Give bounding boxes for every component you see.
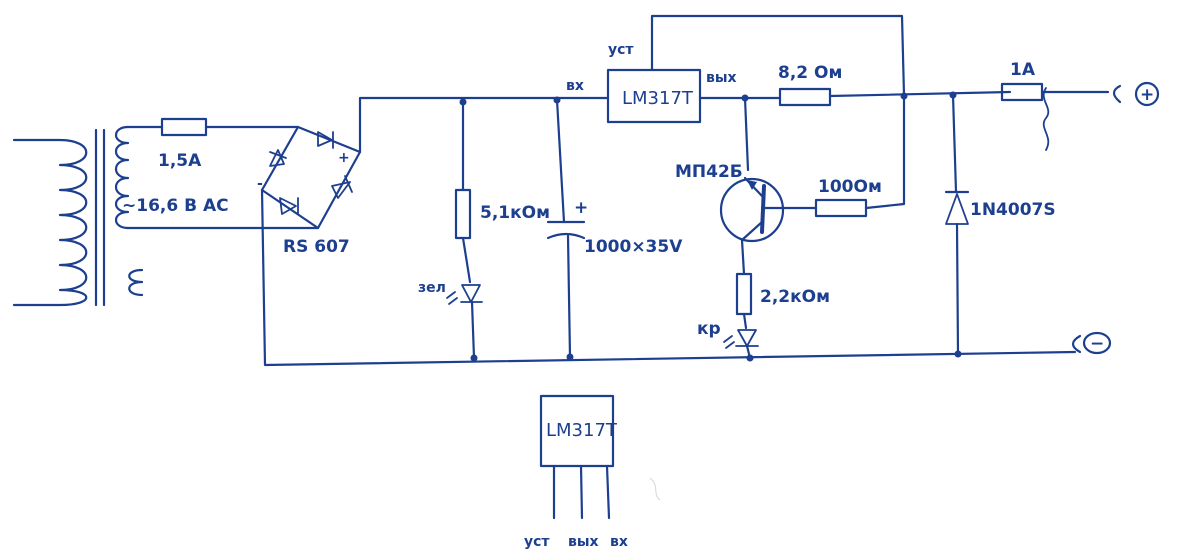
pinout-name: LM317T — [546, 420, 618, 441]
red-led-label: кр — [697, 319, 721, 339]
junction-dot — [566, 353, 574, 361]
diode-triangle — [945, 193, 969, 225]
positive-terminal-sign: + — [1140, 85, 1154, 105]
input-fuse-body — [160, 117, 208, 137]
bridge-positive-wire — [358, 96, 610, 154]
regulator-lm317t: LM317T вх уст вых — [566, 14, 906, 124]
capacitor-plus: + — [574, 198, 588, 218]
resistor-100r-label: 100Ом — [818, 177, 882, 197]
transformer-primary-winding — [12, 138, 88, 307]
transformer-tap-winding — [128, 268, 144, 297]
bridge-negative-wire — [260, 188, 1077, 367]
red-led-branch: 2,2кОм кр — [697, 238, 830, 362]
resistor-100r — [814, 198, 868, 218]
bridge-label: RS 607 — [283, 237, 350, 257]
junction-dot — [746, 354, 754, 362]
filter-capacitor: + 1000×35V — [546, 98, 683, 361]
resistor-8r2 — [778, 87, 832, 107]
bridge-outline — [260, 125, 362, 230]
shunt-resistor: 8,2 Ом — [778, 63, 1012, 107]
bridge-minus: - — [257, 176, 263, 192]
green-led-icon — [461, 284, 481, 303]
negative-terminal-hook — [1071, 334, 1082, 354]
resistor-2k2 — [735, 272, 753, 316]
pinout-package — [539, 394, 615, 468]
resistor-2k2-label: 2,2кОм — [760, 287, 830, 307]
bridge-diode-1 — [317, 131, 333, 147]
pencil-mark — [649, 477, 661, 501]
pinout-pin-3: вх — [610, 534, 628, 550]
base-resistor: 100Ом — [814, 94, 906, 218]
negative-terminal — [1082, 331, 1112, 355]
fuse-strike-mark — [1042, 87, 1050, 151]
junction-dot — [954, 350, 962, 358]
transistor-label: МП42Б — [675, 162, 743, 182]
positive-terminal-hook — [1112, 84, 1122, 104]
pin-label-in: вх — [566, 78, 584, 94]
diode-label: 1N4007S — [970, 200, 1056, 220]
regulator-body — [606, 68, 702, 124]
resistor-8r2-label: 8,2 Ом — [778, 63, 842, 83]
output-fuse: 1A — [1000, 60, 1110, 151]
pinout-pin-2: вых — [568, 534, 599, 550]
bridge-rectifier: + - RS 607 — [257, 125, 362, 257]
output-fuse-label: 1A — [1010, 60, 1036, 80]
resistor-5k1 — [454, 188, 472, 240]
pin-label-out: вых — [706, 70, 737, 86]
green-led-label: зел — [418, 280, 446, 296]
junction-dot — [470, 354, 478, 362]
pinout-pin-1: уст — [524, 534, 550, 550]
input-fuse-label: 1,5A — [158, 151, 202, 171]
output-terminals: + − — [1071, 81, 1160, 355]
green-led-branch: 5,1кОм зел — [418, 100, 550, 362]
positive-terminal — [1134, 81, 1160, 107]
adjust-feedback-wire — [650, 14, 906, 97]
transistor-mp42b: МП42Б — [675, 96, 818, 243]
pinout-diagram: LM317T уст вых вх — [524, 394, 661, 550]
bridge-diode-2 — [331, 181, 351, 199]
resistor-5k1-label: 5,1кОм — [480, 203, 550, 223]
transformer: ~16,6 В AC — [12, 125, 229, 307]
pin-label-adj: уст — [608, 42, 634, 58]
bridge-plus: + — [338, 150, 350, 166]
bridge-diode-4 — [279, 197, 297, 215]
transistor-body — [719, 177, 785, 243]
output-diode: 1N4007S — [944, 93, 1056, 358]
red-led-icon — [737, 329, 757, 347]
transistor-emitter-arrow — [747, 180, 757, 190]
negative-terminal-sign: − — [1090, 334, 1104, 354]
transformer-secondary-winding — [114, 125, 130, 230]
regulator-name: LM317T — [622, 88, 694, 109]
capacitor-label: 1000×35V — [584, 237, 683, 257]
transformer-label: ~16,6 В AC — [122, 196, 229, 216]
capacitor-plate-bottom — [546, 232, 586, 240]
input-fuse: 1,5A — [126, 117, 300, 171]
